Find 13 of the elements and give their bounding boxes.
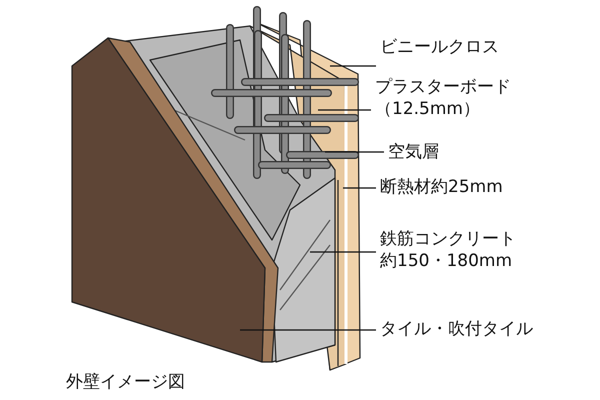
part-label: ビニールクロス [380,36,500,58]
part-label: 空気層 [388,141,440,163]
leader-line [318,109,371,111]
caption: 外壁イメージ図 [66,371,185,393]
leader-line [240,329,376,331]
part-label: 鉄筋コンクリート約150・180mm [380,228,517,272]
part-label: タイル・吹付タイル [380,318,534,340]
leader-line [310,251,376,253]
leader-line [325,151,384,153]
leader-line [343,187,376,189]
leader-line [330,65,376,67]
part-label: プラスターボード（12.5mm） [375,76,512,120]
part-label: 断熱材約25mm [380,176,504,198]
